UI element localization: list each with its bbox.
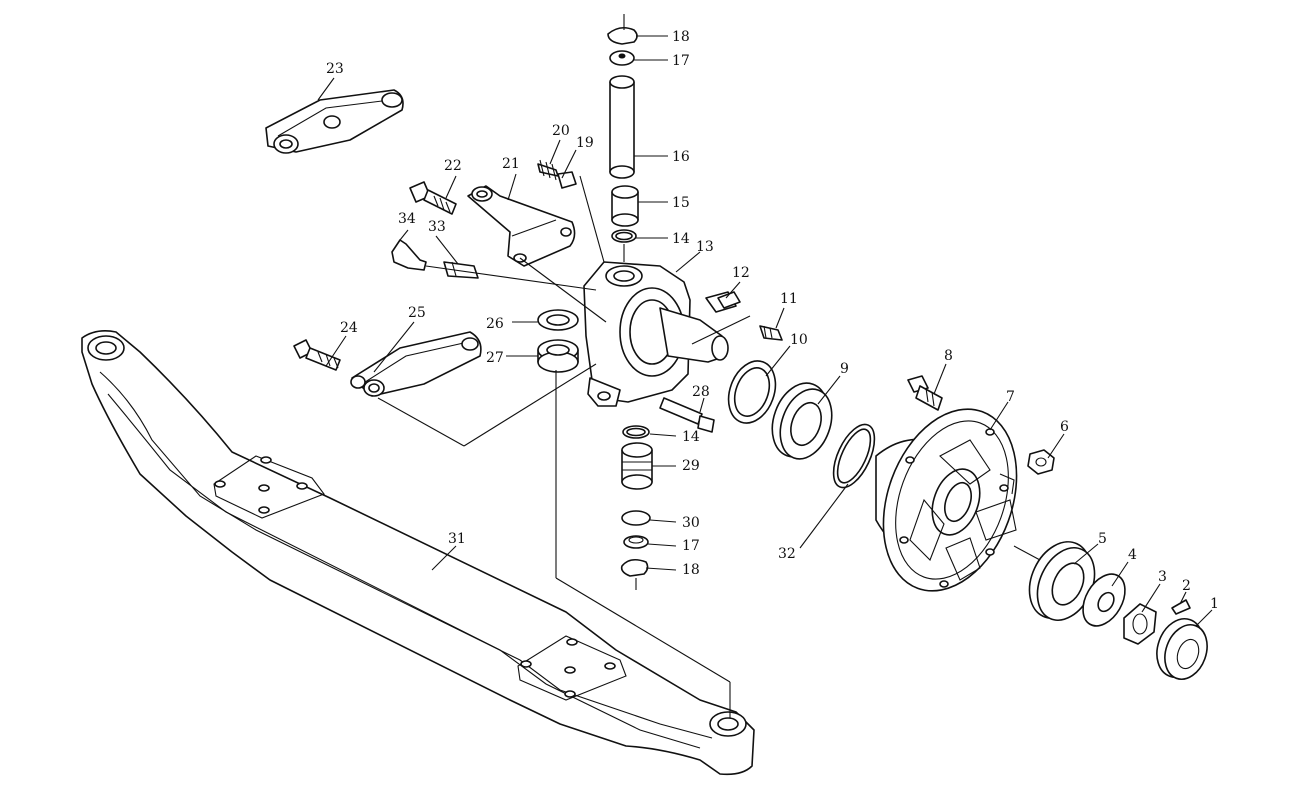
part-number-labels: 18 17 16 15 14 13 12 11 10 9 8 7 6 5 4 3…: [326, 29, 1219, 612]
part-19-nut: [557, 171, 577, 189]
label-28: 28: [692, 384, 710, 400]
label-13: 13: [696, 239, 714, 255]
label-4: 4: [1128, 547, 1137, 563]
label-15: 15: [672, 195, 690, 211]
part-17-washer-top: [609, 50, 635, 66]
part-29-bushing-lower: [621, 442, 653, 490]
part-6-nut: [1027, 449, 1055, 475]
label-17-top: 17: [672, 53, 690, 69]
label-5: 5: [1098, 531, 1107, 547]
label-9: 9: [840, 361, 849, 377]
label-3: 3: [1158, 569, 1167, 585]
label-8: 8: [944, 348, 953, 364]
label-19: 19: [576, 135, 594, 151]
part-11-bolt: [759, 325, 783, 341]
label-25: 25: [408, 305, 426, 321]
label-30: 30: [682, 515, 700, 531]
part-30-seal-ring-lower: [621, 510, 651, 526]
part-14-seal-ring-top: [611, 229, 637, 243]
part-1-hub-cap: [1156, 618, 1208, 680]
label-24: 24: [340, 320, 358, 336]
label-34: 34: [398, 211, 416, 227]
part-8-bolt: [907, 375, 943, 411]
label-27: 27: [486, 350, 504, 366]
part-33-sleeve: [443, 261, 479, 279]
label-17-bottom: 17: [682, 538, 700, 554]
label-14-bottom: 14: [682, 429, 700, 445]
part-10-oil-seal: [727, 360, 777, 424]
part-14-seal-ring-bottom: [622, 425, 650, 439]
label-33: 33: [428, 219, 446, 235]
part-18-circlip-top: [607, 14, 638, 45]
part-3-lock-nut: [1123, 603, 1157, 645]
label-26: 26: [486, 316, 504, 332]
part-12-bolt: [705, 291, 741, 313]
part-2-cotter-pin: [1171, 599, 1191, 615]
part-9-bearing: [771, 382, 833, 460]
part-20-spring: [537, 159, 559, 181]
part-22-bolt: [409, 181, 457, 215]
label-18-top: 18: [672, 29, 690, 45]
label-7: 7: [1006, 389, 1015, 405]
label-22: 22: [444, 158, 462, 174]
part-5-bearing: [1028, 541, 1096, 621]
part-26-washer: [537, 309, 579, 331]
label-12: 12: [732, 265, 750, 281]
label-14-top: 14: [672, 231, 690, 247]
label-29: 29: [682, 458, 700, 474]
part-18-circlip-bottom: [620, 558, 649, 590]
part-7-wheel-hub: [875, 408, 1018, 592]
part-17-washer-bottom: [623, 535, 649, 549]
label-31: 31: [448, 531, 466, 547]
label-32: 32: [778, 546, 796, 562]
part-21-steering-arm: [467, 185, 576, 267]
part-31-axle-beam: [81, 330, 755, 776]
part-23-steering-arm: [265, 89, 404, 154]
label-16: 16: [672, 149, 690, 165]
part-25-steering-arm: [350, 331, 482, 397]
part-16-kingpin: [609, 75, 635, 179]
part-13-steering-knuckle: [583, 261, 729, 407]
label-23: 23: [326, 61, 344, 77]
label-10: 10: [790, 332, 808, 348]
part-4-washer: [1082, 573, 1126, 627]
part-34-pin: [391, 239, 427, 271]
part-32-snap-ring: [832, 423, 876, 489]
label-18-bottom: 18: [682, 562, 700, 578]
part-15-bushing: [611, 185, 639, 227]
part-24-bolt: [293, 339, 341, 371]
label-21: 21: [502, 156, 520, 172]
label-6: 6: [1060, 419, 1069, 435]
label-2: 2: [1182, 578, 1191, 594]
label-20: 20: [552, 123, 570, 139]
leader-lines: [317, 35, 1213, 718]
part-28-bolt: [659, 397, 715, 433]
label-1: 1: [1210, 596, 1219, 612]
part-27-thrust-bearing: [537, 339, 579, 373]
label-11: 11: [780, 291, 798, 307]
